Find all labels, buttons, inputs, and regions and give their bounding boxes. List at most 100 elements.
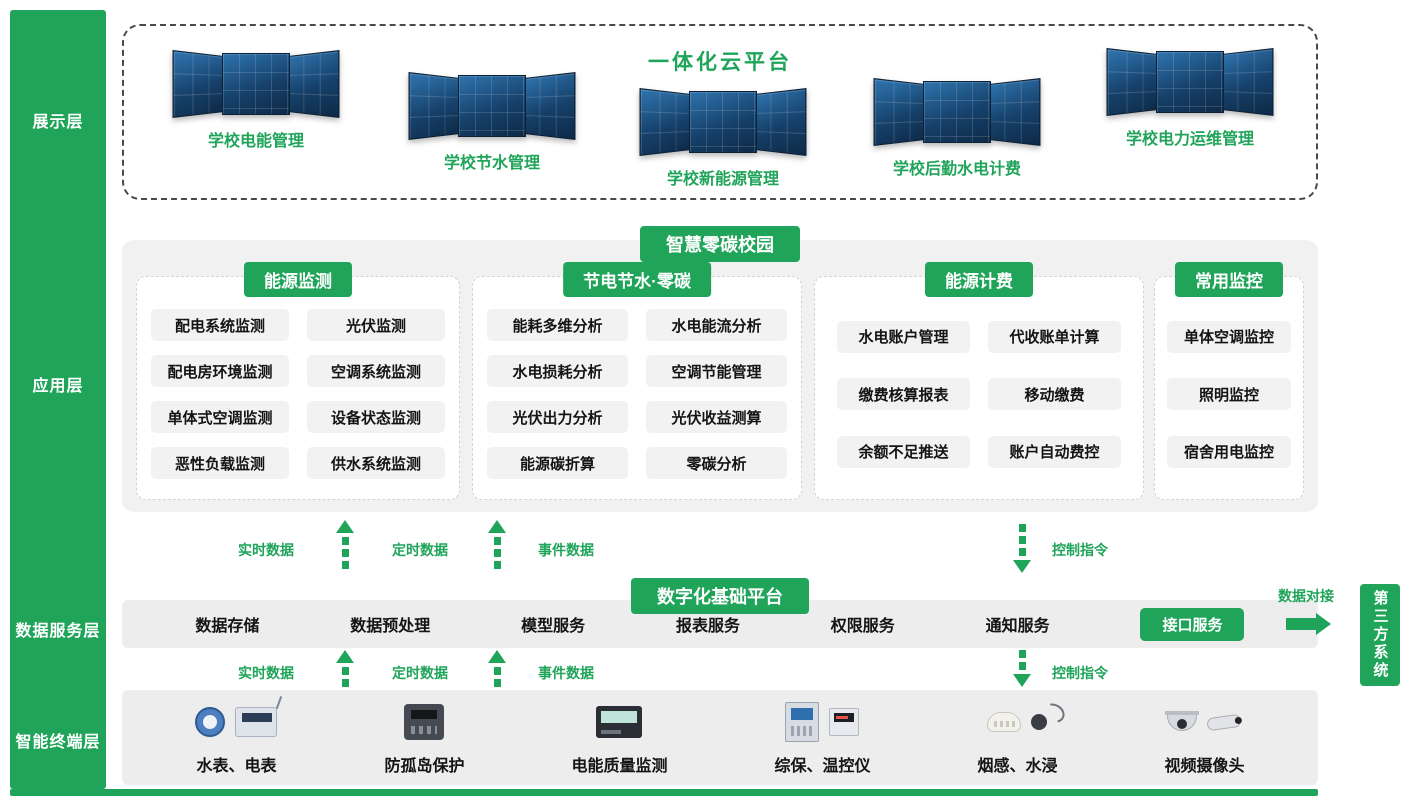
application-layer-box: 智慧零碳校园 能源监测 配电系统监测 光伏监测 配电房环境监测 空调系统监测 单… — [122, 226, 1318, 512]
service-data-preprocessing: 数据预处理 — [350, 618, 431, 635]
flow-label-event: 事件数据 — [538, 542, 594, 558]
service-model: 模型服务 — [521, 618, 586, 635]
device-group-power-quality: 电能质量监测 — [571, 699, 667, 776]
layer-label-display: 展示层 — [32, 114, 84, 131]
feature-chip: 水电能流分析 — [646, 309, 787, 341]
power-quality-monitor-icon — [596, 706, 643, 738]
device-group-anti-islanding: 防孤岛保护 — [384, 699, 464, 776]
screen-group-ops: 学校电力运维管理 — [1100, 47, 1280, 149]
service-notification: 通知服务 — [985, 618, 1050, 635]
temperature-controller-icon — [829, 708, 860, 736]
feature-chip: 宿舍用电监控 — [1167, 435, 1291, 468]
service-permission: 权限服务 — [830, 618, 895, 635]
anti-islanding-device-icon — [404, 704, 445, 740]
layer-sidebar: 展示层 应用层 数据服务层 智能终端层 — [10, 10, 106, 789]
panel-title-badge: 节电节水·零碳 — [563, 262, 711, 297]
feature-chip: 配电系统监测 — [151, 309, 289, 341]
third-party-system-box: 第三方系统 — [1360, 584, 1400, 686]
screen-label: 学校电力运维管理 — [1125, 131, 1254, 148]
panel-title-badge: 常用监控 — [1175, 262, 1283, 297]
water-leak-sensor-icon — [1031, 714, 1048, 730]
bottom-accent-bar — [10, 789, 1318, 796]
up-arrow-icon — [336, 520, 354, 569]
feature-chip: 照明监控 — [1167, 378, 1291, 410]
videowall-image — [408, 71, 576, 141]
flow-label-realtime: 实时数据 — [238, 542, 294, 558]
feature-chip: 能源碳折算 — [487, 447, 628, 479]
flow-label-scheduled: 定时数据 — [392, 542, 448, 558]
screen-label: 学校新能源管理 — [666, 171, 779, 188]
feature-chip: 设备状态监测 — [307, 401, 445, 433]
smoke-sensor-icon — [987, 712, 1022, 732]
cloud-platform-title: 一体化云平台 — [648, 51, 792, 74]
down-arrow-icon — [1013, 650, 1031, 687]
feature-chip: 光伏收益测算 — [646, 401, 787, 433]
protection-relay-icon — [785, 702, 820, 742]
service-data-storage: 数据存储 — [195, 618, 260, 635]
up-arrow-icon — [336, 650, 354, 687]
flow-label-control: 控制指令 — [1052, 542, 1108, 558]
layer-label-application: 应用层 — [32, 378, 84, 395]
device-group-meters: 水表、电表 — [195, 699, 278, 776]
feature-chip: 空调节能管理 — [646, 355, 787, 387]
flow-label-control: 控制指令 — [1052, 665, 1108, 681]
feature-chip: 水电账户管理 — [837, 320, 970, 353]
videowall-image — [1106, 47, 1274, 117]
screen-group-new-energy: 学校新能源管理 — [633, 87, 813, 189]
down-arrow-icon — [1013, 524, 1031, 573]
screen-label: 学校电能管理 — [207, 133, 304, 150]
feature-chip: 水电损耗分析 — [487, 355, 628, 387]
device-label: 防孤岛保护 — [384, 758, 465, 775]
data-link-label: 数据对接 — [1278, 588, 1334, 604]
screen-label: 学校后勤水电计费 — [892, 161, 1021, 178]
flow-label-scheduled: 定时数据 — [392, 665, 448, 681]
up-arrow-icon — [488, 650, 506, 687]
videowall-image — [172, 49, 340, 119]
service-report: 报表服务 — [675, 618, 740, 635]
flow-label-realtime: 实时数据 — [238, 665, 294, 681]
up-arrow-icon — [488, 520, 506, 569]
smart-campus-badge: 智慧零碳校园 — [640, 226, 800, 262]
app-panel-energy-monitoring: 能源监测 配电系统监测 光伏监测 配电房环境监测 空调系统监测 单体式空调监测 … — [136, 262, 460, 500]
data-service-layer-box: 数字化基础平台 数据存储 数据预处理 模型服务 报表服务 权限服务 通知服务 接… — [122, 578, 1318, 648]
feature-chip: 光伏出力分析 — [487, 401, 628, 433]
screen-group-power: 学校电能管理 — [166, 49, 346, 151]
device-group-smoke-water: 烟感、水浸 — [977, 699, 1057, 776]
electric-meter-icon — [235, 707, 278, 737]
feature-chip: 恶性负载监测 — [151, 447, 289, 479]
device-label: 水表、电表 — [196, 758, 277, 775]
terminal-layer-box: 水表、电表 防孤岛保护 电能质量监测 综保、温控仪 — [122, 690, 1318, 785]
feature-chip: 单体空调监控 — [1167, 320, 1291, 353]
feature-chip: 光伏监测 — [307, 309, 445, 341]
bullet-camera-icon — [1206, 713, 1243, 731]
panel-title-badge: 能源计费 — [925, 262, 1033, 297]
feature-chip: 零碳分析 — [646, 447, 787, 479]
screen-label: 学校节水管理 — [443, 155, 540, 172]
flow-label-event: 事件数据 — [538, 665, 594, 681]
device-label: 烟感、水浸 — [977, 758, 1058, 775]
feature-chip: 单体式空调监测 — [151, 401, 289, 433]
app-panel-saving-zero-carbon: 节电节水·零碳 能耗多维分析 水电能流分析 水电损耗分析 空调节能管理 光伏出力… — [472, 262, 802, 500]
device-label: 电能质量监测 — [571, 758, 668, 775]
device-group-cameras: 视频摄像头 — [1164, 699, 1244, 776]
videowall-image — [873, 77, 1041, 147]
device-label: 综保、温控仪 — [774, 758, 871, 775]
screen-group-water-saving: 学校节水管理 — [402, 71, 582, 173]
app-panel-energy-billing: 能源计费 水电账户管理 代收账单计算 缴费核算报表 移动缴费 余额不足推送 账户… — [814, 262, 1144, 500]
feature-chip: 代收账单计算 — [988, 320, 1121, 353]
panel-title-badge: 能源监测 — [244, 262, 352, 297]
feature-chip: 余额不足推送 — [837, 435, 970, 468]
layer-label-terminal: 智能终端层 — [15, 734, 101, 751]
feature-chip: 配电房环境监测 — [151, 355, 289, 387]
feature-chip: 供水系统监测 — [307, 447, 445, 479]
device-label: 视频摄像头 — [1164, 758, 1245, 775]
videowall-image — [639, 87, 807, 157]
layer-label-data-service: 数据服务层 — [15, 623, 101, 640]
screen-group-billing: 学校后勤水电计费 — [867, 77, 1047, 179]
feature-chip: 账户自动费控 — [988, 435, 1121, 468]
app-panel-common-monitoring: 常用监控 单体空调监控 照明监控 宿舍用电监控 — [1154, 262, 1304, 500]
water-meter-icon — [195, 707, 226, 737]
feature-chip: 移动缴费 — [988, 378, 1121, 410]
device-group-relay-temp: 综保、温控仪 — [774, 699, 870, 776]
